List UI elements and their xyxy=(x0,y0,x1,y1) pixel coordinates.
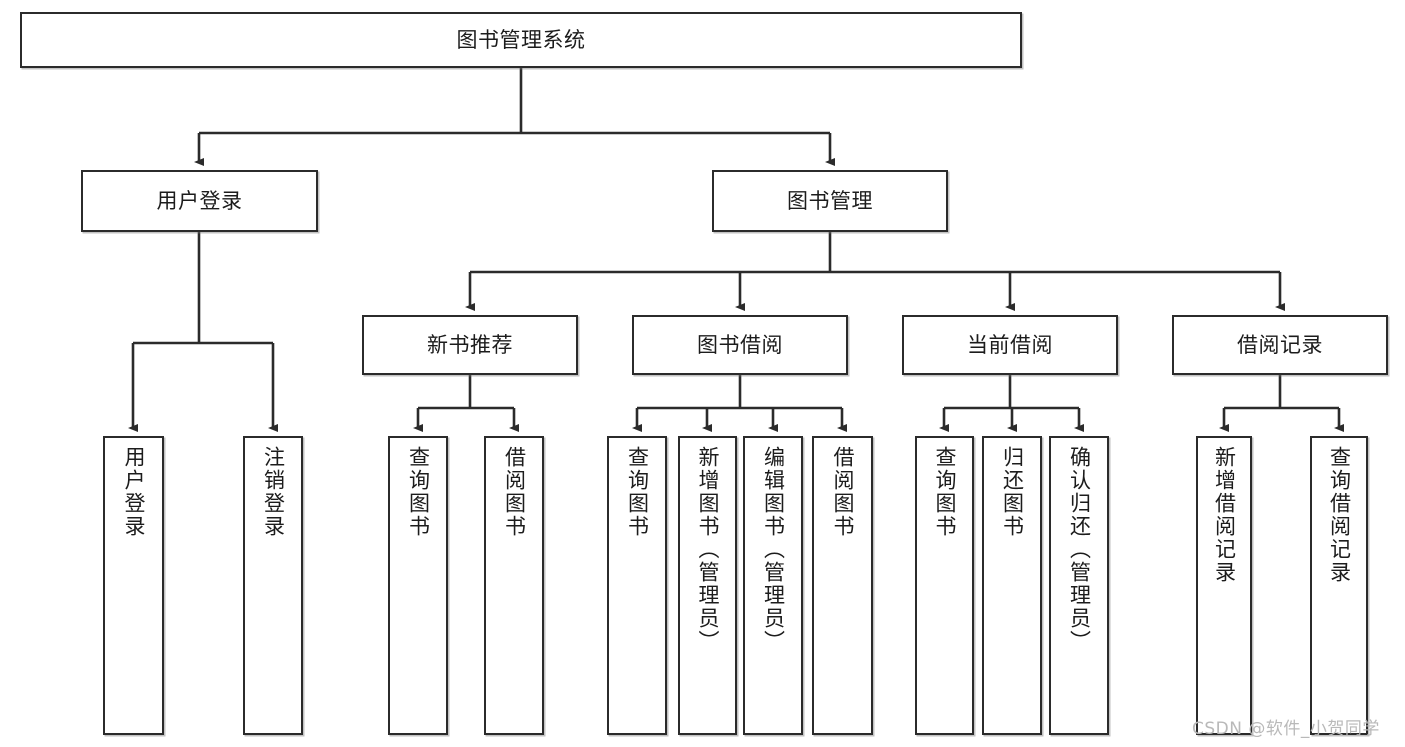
node-book-management[interactable]: 图书管理 xyxy=(712,170,948,232)
node-new-book-recommend[interactable]: 新书推荐 xyxy=(362,315,578,375)
node-leaf-query-book-current[interactable]: 查询图书 xyxy=(915,436,974,735)
node-leaf-borrow-book-newbook[interactable]: 借阅图书 xyxy=(484,436,544,735)
node-leaf-user-login[interactable]: 用户登录 xyxy=(103,436,164,735)
node-leaf-add-book-admin[interactable]: 新增图书（管理员） xyxy=(678,436,737,735)
connector-userlogin-to-leaves xyxy=(128,232,278,432)
node-leaf-logout[interactable]: 注销登录 xyxy=(243,436,303,735)
node-leaf-label: 新增借阅记录 xyxy=(1212,446,1237,584)
node-leaf-label: 用户登录 xyxy=(122,446,146,538)
node-leaf-label: 查询借阅记录 xyxy=(1327,446,1352,584)
node-book-borrow[interactable]: 图书借阅 xyxy=(632,315,848,375)
node-root-label: 图书管理系统 xyxy=(456,27,586,52)
node-leaf-query-borrow-record[interactable]: 查询借阅记录 xyxy=(1310,436,1368,735)
node-borrow-record-label: 借阅记录 xyxy=(1237,332,1323,357)
node-leaf-borrow-book[interactable]: 借阅图书 xyxy=(812,436,873,735)
node-leaf-label: 查询图书 xyxy=(406,446,431,538)
node-leaf-label: 借阅图书 xyxy=(831,446,855,538)
node-leaf-label: 注销登录 xyxy=(261,446,286,538)
node-book-borrow-label: 图书借阅 xyxy=(697,332,783,357)
node-leaf-label: 借阅图书 xyxy=(502,446,527,538)
connector-root-to-level2 xyxy=(194,68,835,166)
connector-bookmgmt-to-level3 xyxy=(465,232,1285,311)
node-leaf-edit-book-admin[interactable]: 编辑图书（管理员） xyxy=(743,436,803,735)
node-leaf-add-borrow-record[interactable]: 新增借阅记录 xyxy=(1196,436,1252,735)
connector-currentborrow-to-leaves xyxy=(939,375,1084,432)
node-leaf-label: 归还图书 xyxy=(1000,446,1025,538)
node-current-borrow-label: 当前借阅 xyxy=(967,332,1053,357)
node-leaf-query-book-borrow[interactable]: 查询图书 xyxy=(607,436,667,735)
node-borrow-record[interactable]: 借阅记录 xyxy=(1172,315,1388,375)
node-leaf-confirm-return-admin[interactable]: 确认归还（管理员） xyxy=(1049,436,1109,735)
node-new-book-recommend-label: 新书推荐 xyxy=(427,332,513,357)
node-leaf-label: 新增图书（管理员） xyxy=(696,446,720,653)
connector-newbook-to-leaves xyxy=(413,375,519,432)
node-user-login[interactable]: 用户登录 xyxy=(81,170,318,232)
node-book-management-label: 图书管理 xyxy=(787,188,873,213)
connector-borrowrecord-to-leaves xyxy=(1219,375,1344,432)
node-root-system[interactable]: 图书管理系统 xyxy=(20,12,1022,68)
node-leaf-return-book[interactable]: 归还图书 xyxy=(982,436,1042,735)
node-current-borrow[interactable]: 当前借阅 xyxy=(902,315,1118,375)
node-leaf-label: 查询图书 xyxy=(933,446,957,538)
node-leaf-query-book-newbook[interactable]: 查询图书 xyxy=(388,436,448,735)
node-user-login-label: 用户登录 xyxy=(156,188,243,213)
node-leaf-label: 确认归还（管理员） xyxy=(1067,446,1092,653)
node-leaf-label: 查询图书 xyxy=(625,446,650,538)
connector-bookborrow-to-leaves xyxy=(632,375,847,432)
node-leaf-label: 编辑图书（管理员） xyxy=(761,446,786,653)
